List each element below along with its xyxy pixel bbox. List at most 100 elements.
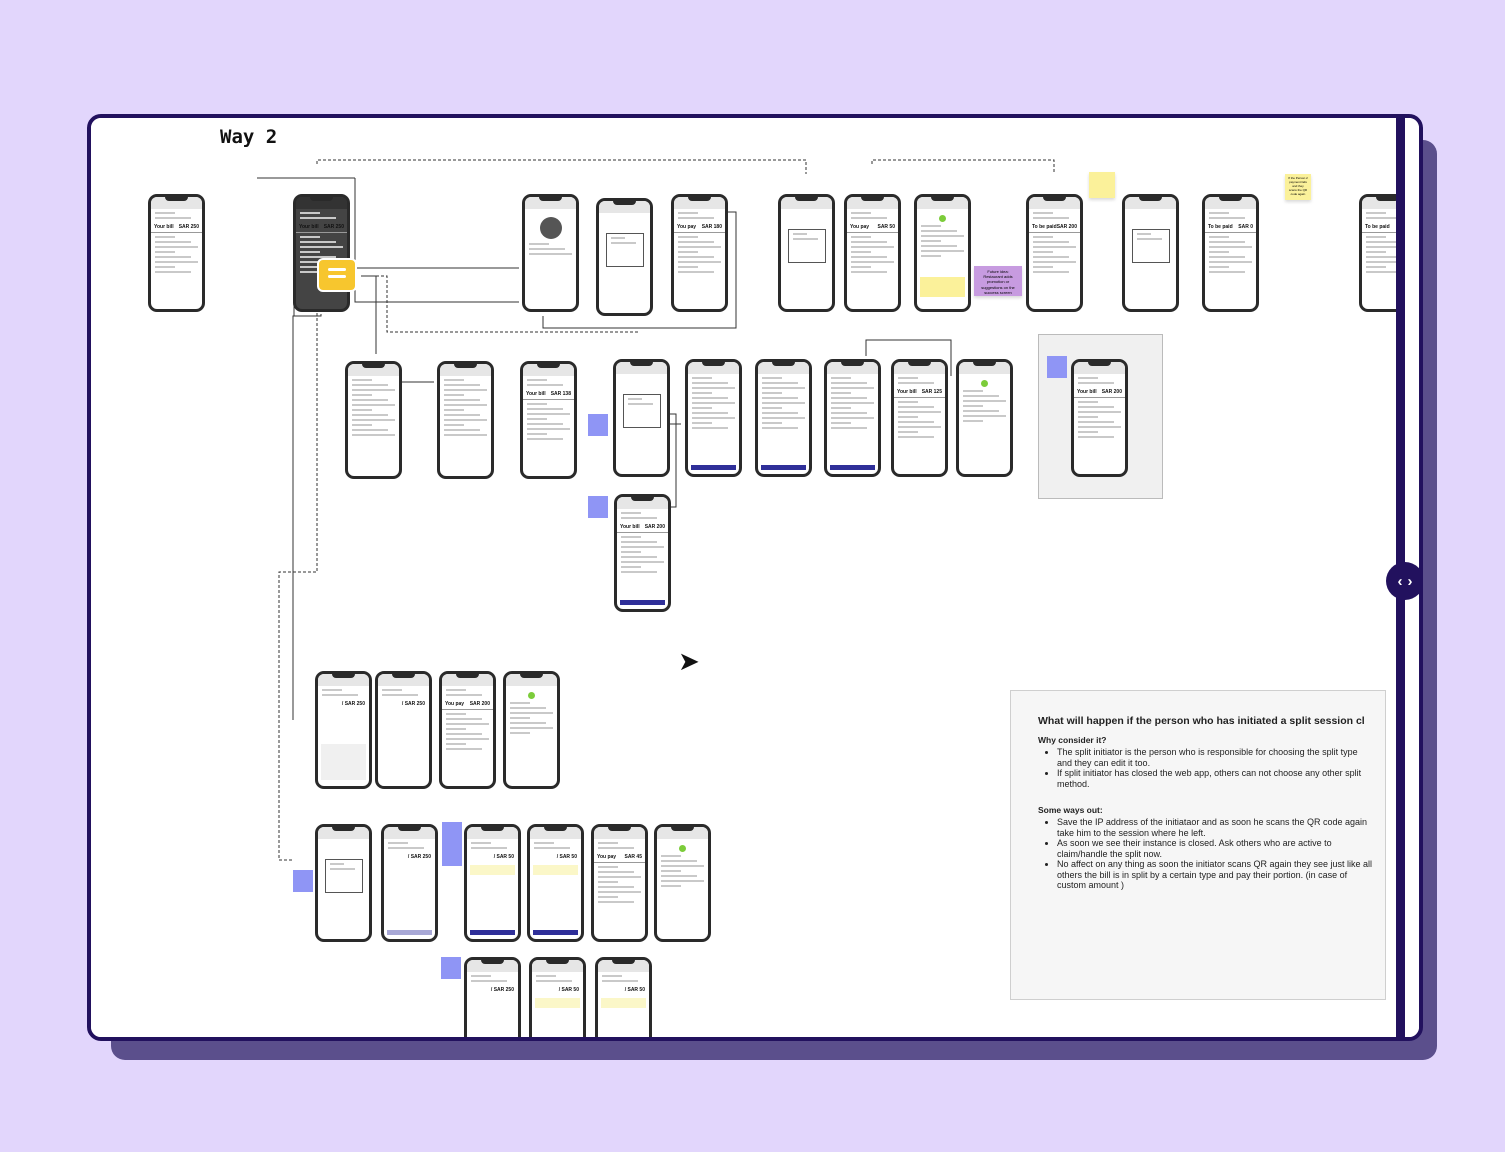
phone-screen-modal[interactable] <box>1122 194 1179 312</box>
primary-button[interactable] <box>620 600 665 605</box>
phone-screen-listbtn[interactable] <box>685 359 742 477</box>
phone-notch <box>1043 197 1066 201</box>
placeholder-line <box>921 230 957 232</box>
placeholder-line <box>446 723 489 725</box>
placeholder-line <box>963 415 1006 417</box>
phone-screen-keypad[interactable]: / SAR 250 <box>315 671 372 789</box>
sticky-note-payment-fails[interactable]: If the Person 2 payment fails and they s… <box>1285 174 1311 200</box>
bill-label: To be paid <box>1208 224 1233 230</box>
marker-square <box>442 822 462 866</box>
placeholder-line <box>692 412 728 414</box>
frame-nav-button[interactable]: ‹› <box>1386 562 1419 600</box>
placeholder-line <box>155 217 191 219</box>
bill-label: You pay <box>597 854 617 860</box>
placeholder-line <box>898 406 934 408</box>
placeholder-line <box>1078 401 1099 403</box>
placeholder-line <box>661 885 682 887</box>
status-bar <box>318 674 369 686</box>
success-icon <box>679 845 686 852</box>
phone-screen-success[interactable] <box>654 824 711 942</box>
status-bar <box>1205 197 1256 209</box>
placeholder-line <box>898 377 919 379</box>
placeholder-line <box>692 427 728 429</box>
phone-screen-amountlight[interactable]: / SAR 250 <box>381 824 438 942</box>
phone-screen-amount[interactable]: / SAR 250 <box>464 957 521 1037</box>
placeholder-line <box>446 689 467 691</box>
status-bar <box>917 197 968 209</box>
placeholder-line <box>1033 236 1054 238</box>
phone-screen-modal[interactable] <box>613 359 670 477</box>
phone-screen-amount[interactable]: / SAR 250 <box>375 671 432 789</box>
phone-screen-bill[interactable]: To be paid <box>1359 194 1398 312</box>
modal-dialog <box>788 229 826 263</box>
phone-notch <box>362 364 385 368</box>
phone-screen-amountyel[interactable]: / SAR 50 <box>595 957 652 1037</box>
phone-screen-listbtn[interactable] <box>824 359 881 477</box>
bill-label: Your bill <box>1077 389 1097 395</box>
placeholder-line <box>1137 233 1152 235</box>
phone-notch <box>612 960 635 964</box>
comment-icon[interactable] <box>317 258 357 292</box>
placeholder-line <box>1078 416 1099 418</box>
placeholder-line <box>155 241 191 243</box>
avatar <box>539 217 562 239</box>
chevron-left-icon[interactable]: ‹ <box>1397 572 1403 590</box>
phone-screen-success[interactable] <box>503 671 560 789</box>
placeholder-line <box>921 255 942 257</box>
phone-screen-success[interactable] <box>956 359 1013 477</box>
primary-button[interactable] <box>691 465 736 470</box>
placeholder-line <box>621 512 642 514</box>
status-bar <box>523 364 574 376</box>
phone-screen-modal[interactable] <box>315 824 372 942</box>
phone-screen-modal[interactable] <box>596 198 653 316</box>
phone-screen-success[interactable] <box>914 194 971 312</box>
sticky-note <box>920 277 965 297</box>
placeholder-line <box>598 847 634 849</box>
placeholder-line <box>352 394 373 396</box>
bill-amount: SAR 50 <box>877 224 895 230</box>
phone-screen-amountbtn[interactable]: / SAR 50 <box>464 824 521 942</box>
placeholder-line <box>1033 246 1076 248</box>
primary-button[interactable] <box>830 465 875 470</box>
keypad[interactable] <box>321 744 366 780</box>
phone-screen-amountyel[interactable]: / SAR 50 <box>529 957 586 1037</box>
placeholder-line <box>388 842 409 844</box>
phone-screen-amountbtn[interactable]: / SAR 50 <box>527 824 584 942</box>
primary-button[interactable] <box>533 930 578 935</box>
phone-screen-modal[interactable] <box>778 194 835 312</box>
placeholder-line <box>963 390 984 392</box>
marker-square <box>1047 356 1067 378</box>
amount-value: / SAR 250 <box>490 987 514 993</box>
placeholder-line <box>155 251 176 253</box>
phone-notch <box>688 197 711 201</box>
placeholder-line <box>831 402 874 404</box>
placeholder-line <box>300 217 336 219</box>
chevron-right-icon[interactable]: › <box>1407 572 1413 590</box>
status-bar <box>467 827 518 839</box>
placeholder-line <box>898 426 941 428</box>
sticky-note[interactable] <box>1089 172 1115 198</box>
phone-screen-list[interactable] <box>437 361 494 479</box>
primary-button[interactable] <box>470 930 515 935</box>
sticky-note-future-idea[interactable]: Future idea: Restaurant adds promotion o… <box>974 266 1022 296</box>
phone-notch <box>630 362 653 366</box>
phone-screen-listbtn[interactable] <box>755 359 812 477</box>
phone-screen-avatar[interactable] <box>522 194 579 312</box>
phone-screen-list[interactable] <box>345 361 402 479</box>
primary-button[interactable] <box>761 465 806 470</box>
